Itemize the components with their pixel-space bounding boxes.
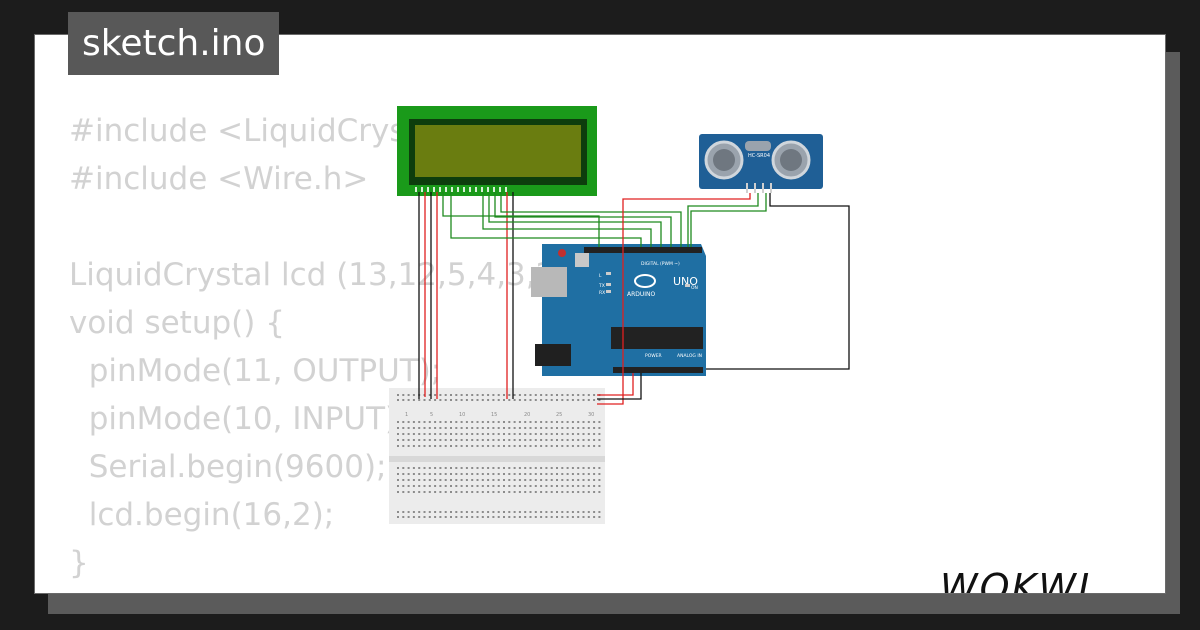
arduino-uno-board[interactable]: UNO ARDUINO DIGITAL (PWM ~) POWER ANALOG…: [531, 244, 706, 376]
code-line: void setup() {: [69, 305, 285, 341]
usb-port: [531, 267, 567, 297]
svg-text:1: 1: [405, 412, 408, 418]
wire-green: [488, 192, 662, 247]
svg-text:30: 30: [588, 412, 594, 418]
l-led-label: L: [599, 273, 602, 279]
digital-header: [584, 247, 702, 253]
file-title-tab: sketch.ino: [68, 12, 280, 75]
breadboard-column-labels: 1 5 10 15 20 25 30: [405, 412, 594, 418]
wire-green: [494, 192, 672, 247]
breadboard-channel: [389, 456, 605, 462]
wire-green: [500, 192, 682, 247]
lcd-screen: [415, 125, 581, 177]
svg-text:20: 20: [524, 412, 530, 418]
board-model-label: UNO: [673, 275, 698, 288]
wire-green: [687, 193, 759, 247]
wokwi-logo: WOKWI: [940, 566, 1091, 594]
code-line: lcd.begin(16,2);: [69, 497, 335, 533]
rx-led-label: RX: [599, 290, 605, 296]
code-line: }: [69, 545, 89, 581]
code-line: #include <Wire.h>: [69, 161, 369, 197]
wires: [418, 192, 850, 405]
sensor-model-label: HC-SR04: [748, 153, 770, 159]
wire-green: [442, 192, 600, 247]
code-line: pinMode(10, INPUT);: [69, 401, 408, 437]
breadboard[interactable]: 1 5 10 15 20 25 30: [389, 388, 605, 524]
wire-red: [597, 193, 751, 405]
svg-text:25: 25: [556, 412, 562, 418]
on-led-label: ON: [691, 285, 698, 291]
code-line: pinMode(11, OUTPUT);: [69, 353, 442, 389]
code-line: Serial.begin(9600);: [69, 449, 387, 485]
circuit-diagram: HC-SR04 UNO ARDUINO DIGITAL (PWM ~) POWE…: [389, 106, 850, 524]
wire-green: [482, 192, 652, 247]
preview-card: #include <LiquidCrystal.h>#include <Wire…: [34, 34, 1166, 594]
reset-button[interactable]: [558, 249, 566, 257]
arduino-logo-icon: [634, 274, 656, 288]
microcontroller-chip: [611, 327, 703, 349]
digital-label: DIGITAL (PWM ~): [641, 261, 680, 267]
lcd-module[interactable]: [397, 106, 597, 196]
svg-text:5: 5: [430, 412, 433, 418]
svg-text:15: 15: [491, 412, 497, 418]
power-label: POWER: [645, 353, 662, 359]
tx-led-label: TX: [598, 283, 605, 289]
wire-green: [690, 193, 767, 247]
power-jack: [535, 344, 571, 366]
board-brand-label: ARDUINO: [627, 291, 656, 298]
wire-black: [706, 193, 850, 370]
breadboard-holes: [397, 394, 601, 518]
ultrasonic-sensor[interactable]: HC-SR04: [699, 134, 823, 193]
wire-red: [597, 373, 634, 396]
wire-green: [450, 192, 642, 247]
wire-black: [597, 373, 642, 400]
power-analog-header: [613, 367, 703, 373]
code-listing: #include <LiquidCrystal.h>#include <Wire…: [69, 107, 578, 587]
wokwi-logo-text: WOKWI: [940, 566, 1091, 594]
svg-text:10: 10: [459, 412, 465, 418]
analog-label: ANALOG IN: [677, 353, 702, 359]
